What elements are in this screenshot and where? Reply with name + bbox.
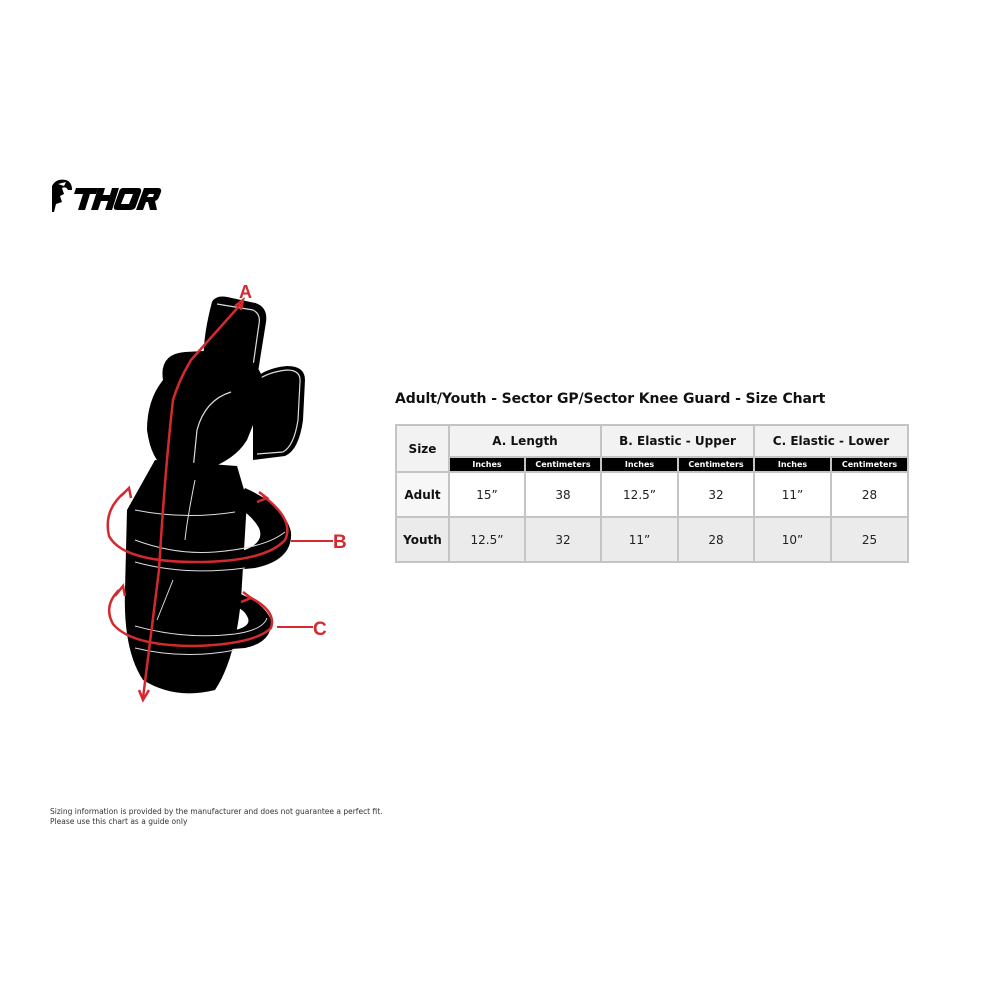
knee-guard-illustration: A B C (95, 270, 370, 710)
table-row-adult: Adult 15” 38 12.5” 32 11” 28 (395, 471, 910, 518)
table-cell: 32 (677, 471, 756, 518)
size-chart-title: Adult/Youth - Sector GP/Sector Knee Guar… (395, 391, 826, 407)
disclaimer-line-1: Sizing information is provided by the ma… (50, 807, 383, 816)
unit-header-inches: Inches (448, 456, 526, 473)
unit-header-centimeters: Centimeters (677, 456, 756, 473)
thor-helmet-logo-icon (52, 179, 162, 212)
table-cell: 11” (600, 516, 680, 563)
unit-header-centimeters: Centimeters (523, 456, 603, 473)
unit-header-inches: Inches (600, 456, 680, 473)
table-cell: 12.5” (600, 471, 680, 518)
table-cell: 28 (677, 516, 756, 563)
table-cell: 10” (753, 516, 833, 563)
unit-header-inches: Inches (753, 456, 833, 473)
disclaimer: Sizing information is provided by the ma… (50, 807, 383, 827)
table-cell: 15” (448, 471, 526, 518)
unit-header-centimeters: Centimeters (830, 456, 910, 473)
table-row-youth: Youth 12.5” 32 11” 28 10” 25 (395, 516, 910, 563)
table-cell: 25 (830, 516, 910, 563)
thor-logo (50, 176, 162, 216)
table-cell: 12.5” (448, 516, 526, 563)
row-label-adult: Adult (395, 471, 450, 518)
svg-text:A: A (239, 282, 252, 302)
table-cell: 38 (523, 471, 603, 518)
table-cell: 32 (523, 516, 603, 563)
size-column-header: Size (395, 424, 450, 473)
unit-header-row: Inches Centimeters Inches Centimeters In… (396, 456, 910, 473)
group-header-length: A. Length (447, 424, 603, 458)
svg-text:C: C (313, 619, 327, 640)
svg-text:B: B (333, 532, 347, 553)
disclaimer-line-2: Please use this chart as a guide only (50, 817, 188, 826)
group-header-row: Size A. Length B. Elastic - Upper C. Ela… (395, 424, 910, 473)
row-label-youth: Youth (395, 516, 450, 563)
table-cell: 28 (830, 471, 910, 518)
group-header-elastic-lower: C. Elastic - Lower (753, 424, 910, 458)
table-cell: 11” (753, 471, 833, 518)
group-header-elastic-upper: B. Elastic - Upper (600, 424, 756, 458)
size-chart-table: Size A. Length B. Elastic - Upper C. Ela… (395, 424, 910, 563)
